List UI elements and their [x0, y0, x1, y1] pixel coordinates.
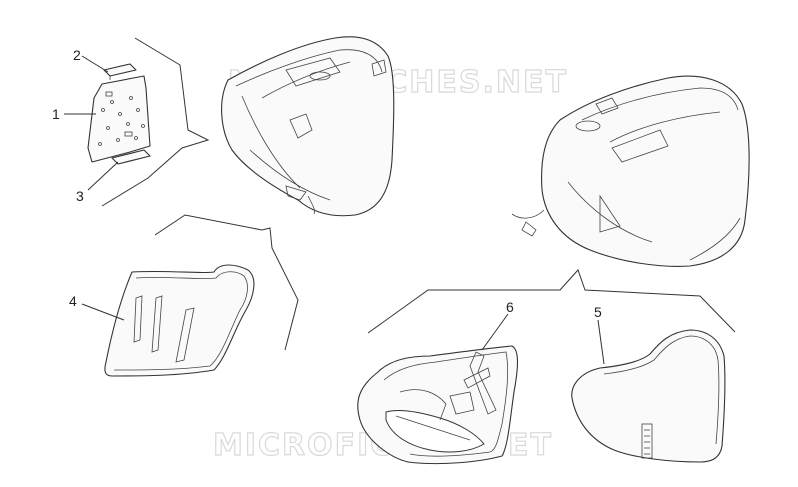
leader-6 — [481, 313, 509, 351]
left-side-case — [221, 36, 395, 217]
case-liner — [104, 264, 255, 377]
cover-bag — [571, 329, 726, 463]
leader-5 — [597, 319, 605, 365]
callout-3: 3 — [76, 188, 84, 204]
lower-bracket — [111, 149, 151, 165]
group-bracket-right — [367, 269, 736, 334]
callout-4: 4 — [69, 293, 77, 309]
right-side-case — [511, 75, 750, 267]
callout-2: 2 — [73, 47, 81, 63]
callout-1: 1 — [52, 106, 60, 122]
upper-bracket — [103, 63, 137, 80]
group-bracket-left — [101, 37, 210, 207]
callout-6: 6 — [506, 299, 514, 315]
callout-5: 5 — [594, 304, 602, 320]
tool-tray — [357, 345, 519, 465]
leader-3 — [87, 161, 119, 191]
leader-2 — [81, 55, 109, 73]
mounting-plate — [87, 75, 151, 163]
group-bracket-middle — [154, 214, 299, 351]
leader-4 — [81, 303, 125, 321]
